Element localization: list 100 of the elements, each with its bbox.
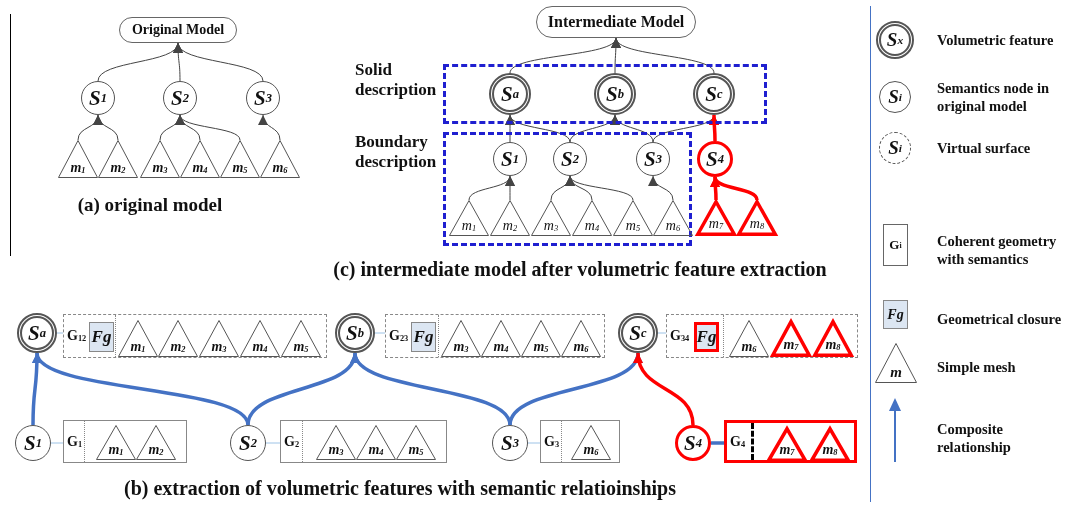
mesh-triangle [571, 425, 611, 460]
legend-text: Virtual surface [937, 138, 1032, 158]
mesh-label: m$_{3}$ [210, 340, 228, 355]
symbol-label: m [889, 365, 903, 380]
mesh-label: m$_{5}$ [624, 219, 642, 234]
mesh-triangle [767, 427, 807, 462]
mesh-label: m$_{3}$ [452, 340, 470, 355]
mesh-triangle [260, 140, 300, 178]
arrow [612, 114, 654, 143]
geometry-label: G$_{23}$ [389, 328, 409, 344]
mesh-label: m$_{2}$ [109, 161, 127, 176]
group-heading: Boundary description [355, 132, 438, 173]
mesh-label: m$_{5}$ [231, 161, 249, 176]
mesh-triangle [531, 200, 571, 236]
mesh-triangle [356, 425, 396, 460]
mesh-triangle [240, 320, 280, 357]
arrow [94, 114, 119, 141]
mesh-label: m$_{6}$ [582, 443, 600, 458]
mesh-triangle [140, 140, 180, 178]
geometry-group-box [724, 420, 857, 463]
arrow [259, 114, 281, 141]
arrow [176, 42, 264, 82]
arrow [569, 114, 618, 143]
group-heading: Solid description [355, 60, 438, 101]
mesh-triangle [481, 320, 521, 357]
mesh-label: m$_{2}$ [169, 340, 187, 355]
geometry-label: G$_{1}$ [67, 434, 83, 449]
geometry-group-box [540, 420, 620, 463]
connector-line [50, 442, 64, 444]
mesh-label: m$_{7}$ [778, 443, 796, 458]
mesh-label: m$_{2}$ [147, 443, 165, 458]
geometry-group-box [63, 314, 327, 358]
arrow [35, 352, 250, 426]
mesh-label: m$_{1}$ [460, 219, 478, 234]
legend-text: Composite relationship [937, 419, 1012, 457]
caption: (b) extraction of volumetric features with semantic relatioinships [123, 477, 677, 500]
mesh-label: m$_{2}$ [501, 219, 519, 234]
mesh-label: m$_{6}$ [572, 340, 590, 355]
mesh-triangle [613, 200, 653, 236]
geometry-label: G$_{3}$ [544, 434, 560, 449]
mesh-triangle [136, 425, 176, 460]
mesh-label: m$_{4}$ [251, 340, 269, 355]
mesh-label: m$_{4}$ [191, 161, 209, 176]
mesh-triangle [199, 320, 239, 357]
legend-text: Coherent geometry with semantics [937, 231, 1058, 269]
mesh-triangle [441, 320, 481, 357]
mesh-triangle [729, 320, 769, 357]
arrow [178, 114, 241, 141]
arrow [710, 177, 721, 200]
mesh-triangle [771, 320, 811, 357]
mesh-triangle [281, 320, 321, 357]
mesh-triangle [158, 320, 198, 357]
closure-symbol: Fg [883, 300, 908, 329]
arrow [468, 175, 513, 201]
mesh-label: m$_{4}$ [367, 443, 385, 458]
geometry-group-box [63, 420, 187, 463]
caption: (a) original model [76, 194, 224, 216]
connector-line [374, 332, 386, 334]
geometry-group-box [280, 420, 447, 463]
mesh-label: m$_{5}$ [407, 443, 425, 458]
mesh-triangle [696, 200, 736, 236]
mesh-label: m$_{1}$ [107, 443, 125, 458]
mesh-label: m$_{1}$ [129, 340, 147, 355]
geometry-label: G$_{2}$ [284, 434, 300, 449]
mesh-label: m$_{6}$ [740, 340, 758, 355]
connector-line [657, 332, 667, 334]
mesh-triangle [521, 320, 561, 357]
geometry-group-box [385, 314, 605, 358]
mesh-label: m$_{4}$ [492, 340, 510, 355]
mesh-triangle [810, 427, 850, 462]
mesh-label: m$_{3}$ [327, 443, 345, 458]
mesh-label: m$_{7}$ [782, 338, 800, 353]
arrow [508, 114, 571, 143]
mesh-label: m$_{8}$ [824, 338, 842, 353]
connector-line [56, 332, 64, 334]
mesh-label: m$_{3}$ [151, 161, 169, 176]
geometry-label: G$_{12}$ [67, 328, 87, 344]
connector-line [527, 442, 541, 444]
legend-text: Geometrical closure [937, 309, 1063, 329]
mesh-triangle [813, 320, 853, 357]
mesh-label: m$_{8}$ [748, 217, 766, 232]
model-box: Intermediate Model [536, 6, 696, 38]
arrow [649, 175, 674, 201]
legend-text: Simple mesh [937, 357, 1017, 377]
closure-box: Fg [89, 322, 114, 352]
mesh-triangle [180, 140, 220, 178]
legend-text: Semantics node in original model [937, 78, 1050, 116]
arrow [505, 175, 515, 201]
mesh-triangle [449, 200, 489, 236]
connector-line [711, 441, 724, 445]
mesh-label: m$_{8}$ [821, 443, 839, 458]
mesh-triangle [572, 200, 612, 236]
connector-line [265, 442, 281, 444]
geometry-label: G$_{34}$ [670, 328, 690, 344]
arrow [712, 176, 759, 201]
mesh-label: m$_{1}$ [69, 161, 87, 176]
mesh-label: m$_{6}$ [271, 161, 289, 176]
caption: (c) intermediate model after volumetric feature extraction [332, 258, 828, 281]
mesh-triangle [561, 320, 601, 357]
geometry-label: G$_{4}$ [730, 434, 746, 449]
